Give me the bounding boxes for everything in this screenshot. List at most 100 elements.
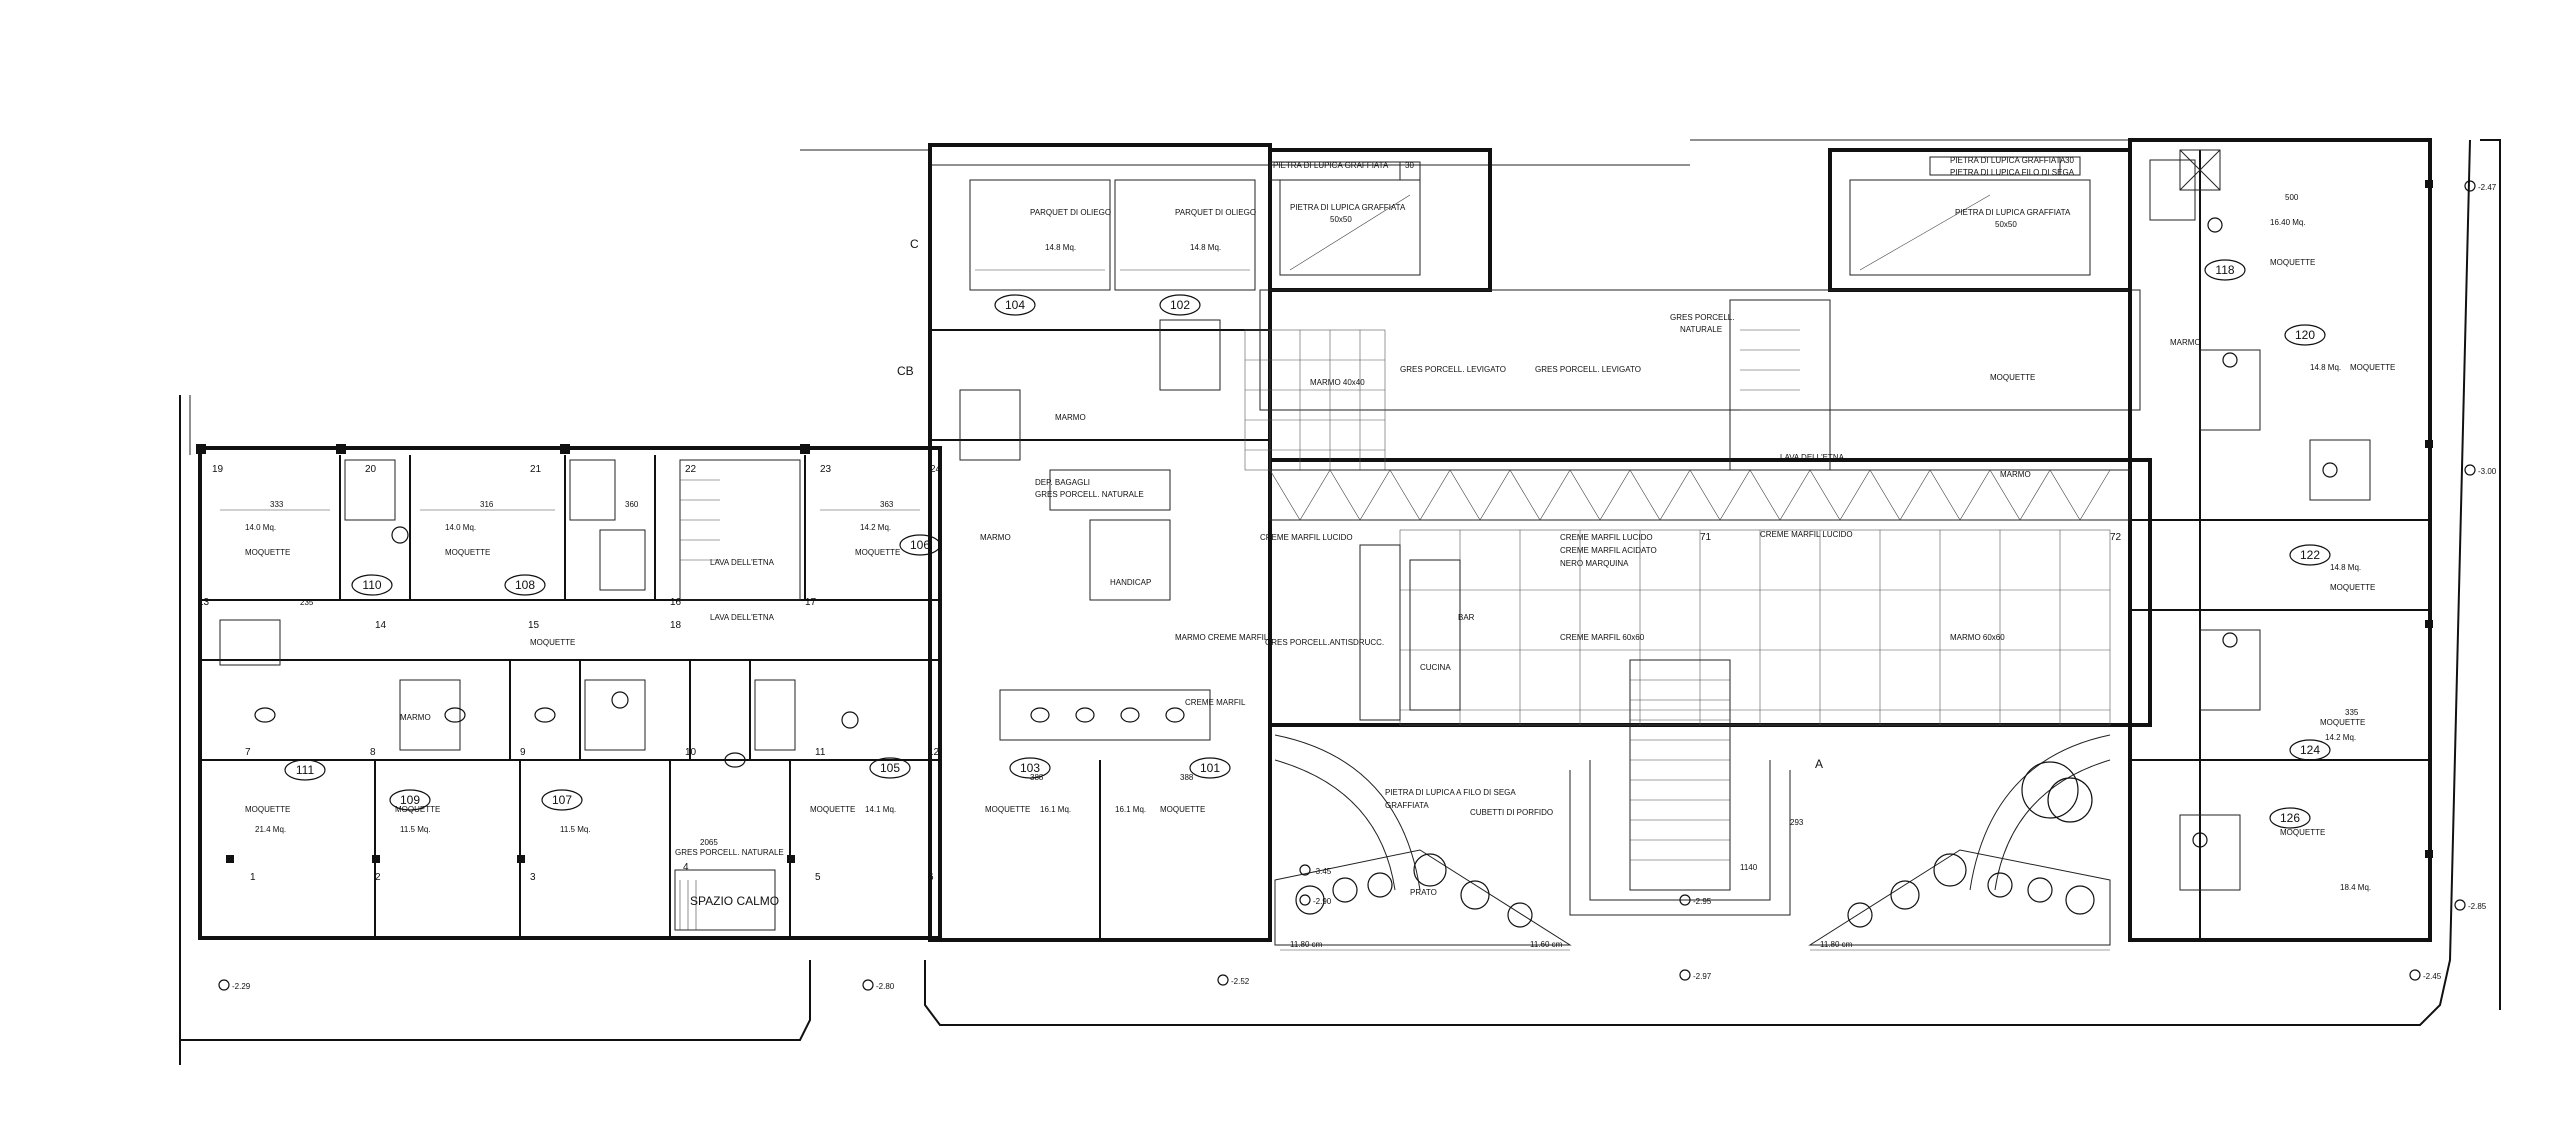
gres-antisdrucc-label: GRES PORCELL.ANTISDRUCC. [1265, 638, 1384, 647]
level-marker-g: -2.47 [2478, 183, 2497, 192]
courtyard-garden [1274, 734, 2111, 946]
creme-marfil-60-label: CREME MARFIL 60x60 [1560, 633, 1645, 642]
pietra-size-b: 50x50 [1995, 220, 2017, 229]
dimensions: 333 316 360 363 388 388 293 1140 11.80 c… [220, 193, 2359, 951]
level-marker-f: -3.00 [2478, 467, 2497, 476]
room-126-finish: MOQUETTE [2280, 828, 2325, 837]
pietra-filo-sega-label: PIETRA DI LUPICA A FILO DI SEGA [1385, 788, 1516, 797]
creme-marfil-lucido-b: CREME MARFIL LUCIDO [1560, 533, 1653, 542]
marmo-6060-label: MARMO 60x60 [1950, 633, 2005, 642]
grid-number-8: 8 [370, 747, 376, 758]
nero-marquina-label: NERO MARQUINA [1560, 559, 1629, 568]
room-number-120: 120 [2295, 328, 2315, 342]
grid-number-1: 1 [250, 872, 256, 883]
room-120-finish: MOQUETTE [2350, 363, 2395, 372]
grid-number-5: 5 [815, 872, 821, 883]
gres-porcell-label: GRES PORCELL. [1670, 313, 1734, 322]
grid-number-2: 2 [375, 872, 381, 883]
room-110-area: 14.0 Mq. [245, 523, 276, 532]
cucina-label: CUCINA [1420, 663, 1451, 672]
room-number-107: 107 [552, 793, 572, 807]
room-122-finish: MOQUETTE [2330, 583, 2375, 592]
room-126-area: 18.4 Mq. [2340, 883, 2371, 892]
grid-number-23: 23 [820, 464, 832, 475]
room-105-area: 14.1 Mq. [865, 805, 896, 814]
room-number-118: 118 [2215, 263, 2234, 277]
dim-k: 11.80 cm [1820, 940, 1853, 949]
room-number-102: 102 [1170, 298, 1190, 312]
creme-marfil-lucido-a: CREME MARFIL LUCIDO [1260, 533, 1353, 542]
dim-d: 363 [880, 500, 894, 509]
room-103-finish: MOQUETTE [985, 805, 1030, 814]
marmo-label-b: MARMO [980, 533, 1011, 542]
moquette-corridor-label: MOQUETTE [530, 638, 575, 647]
lava-label-left: LAVA DELL'ETNA [710, 558, 775, 567]
dim-g: 293 [1790, 818, 1804, 827]
room-number-126: 126 [2280, 811, 2300, 825]
room-105-finish: MOQUETTE [810, 805, 855, 814]
dim-m: 235 [300, 598, 314, 607]
gres-levigato-label-a: GRES PORCELL. LEVIGATO [1400, 365, 1506, 374]
dim-e: 388 [1030, 773, 1044, 782]
room-number-122: 122 [2300, 548, 2320, 562]
pietra-graffiata-top-a: PIETRA DI LUPICA GRAFFIATA [1273, 161, 1389, 170]
grid-number-14: 14 [375, 620, 387, 631]
prato-label: PRATO [1410, 888, 1437, 897]
level-marker-k: -2.90 [1313, 897, 1332, 906]
room-number-103: 103 [1020, 761, 1040, 775]
grid-number-3: 3 [530, 872, 536, 883]
grafficiata-label: GRAFFIATA [1385, 801, 1429, 810]
room-104-finish: PARQUET DI OLIEGO [1030, 208, 1111, 217]
dim-c: 360 [625, 500, 639, 509]
room-122-area: 14.8 Mq. [2330, 563, 2361, 572]
room-118-finish: MOQUETTE [2270, 258, 2315, 267]
lava-label-right: LAVA DELL'ETNA [1780, 453, 1845, 462]
level-markers: -2.29 -2.80 -2.52 -2.45 -2.85 -3.00 -2.4… [218, 180, 2497, 991]
moquette-central-label: MOQUETTE [1990, 373, 2035, 382]
marmo-creme-label: MARMO CREME MARFIL [1175, 633, 1269, 642]
level-marker-i: -2.95 [1693, 897, 1712, 906]
dim-l: 2065 [700, 838, 718, 847]
level-marker-c: -2.52 [1231, 977, 1250, 986]
right-wing-details [2149, 149, 2433, 940]
room-number-101: 101 [1200, 761, 1220, 775]
pietra-graffiata-box-b: PIETRA DI LUPICA GRAFFIATA [1955, 208, 2071, 217]
room-124-finish: MOQUETTE [2320, 718, 2365, 727]
central-block-details [930, 156, 2131, 940]
dim-n: 335 [2345, 708, 2359, 717]
room-number-109: 109 [400, 793, 420, 807]
room-numbers: 111 110 109 108 107 106 105 104 103 102 … [284, 259, 2331, 829]
room-number-105: 105 [880, 761, 900, 775]
room-118-area: 16.40 Mq. [2270, 218, 2306, 227]
grid-number-6: 6 [928, 872, 934, 883]
room-number-108: 108 [515, 578, 535, 592]
bar-label: BAR [1458, 613, 1475, 622]
creme-marfil-acidato-label: CREME MARFIL ACIDATO [1560, 546, 1657, 555]
grid-number-13: 13 [198, 597, 210, 608]
marmo-corridor-label: MARMO [2000, 470, 2031, 479]
level-marker-j: -3.45 [1313, 867, 1332, 876]
level-marker-a: -2.29 [232, 982, 251, 991]
grid-number-4: 4 [683, 862, 689, 873]
dim-j: 11.60 cm [1530, 940, 1563, 949]
dim-a: 333 [270, 500, 284, 509]
grid-number-7: 7 [245, 747, 251, 758]
grid-number-21: 21 [530, 464, 542, 475]
grid-letter-c: C [910, 237, 919, 251]
level-marker-h: -2.97 [1693, 972, 1712, 981]
room-120-area: 14.8 Mq. [2310, 363, 2341, 372]
room-108-finish: MOQUETTE [445, 548, 490, 557]
level-marker-d: -2.45 [2423, 972, 2442, 981]
room-107-area: 11.5 Mq. [560, 825, 591, 834]
grid-number-15: 15 [528, 620, 540, 631]
pietra-size-a: 50x50 [1330, 215, 1352, 224]
level-marker-b: -2.80 [876, 982, 895, 991]
room-number-106: 106 [910, 538, 930, 552]
marmo-4040-label: MARMO 40x40 [1310, 378, 1365, 387]
grid-markers: C CB A 1 2 3 4 5 6 7 8 9 10 11 12 13 14 … [198, 237, 2122, 883]
grid-number-22: 22 [685, 464, 697, 475]
dim-h: 1140 [1740, 863, 1758, 872]
creme-marfil-label: CREME MARFIL [1185, 698, 1246, 707]
naturale-label: NATURALE [1680, 325, 1722, 334]
